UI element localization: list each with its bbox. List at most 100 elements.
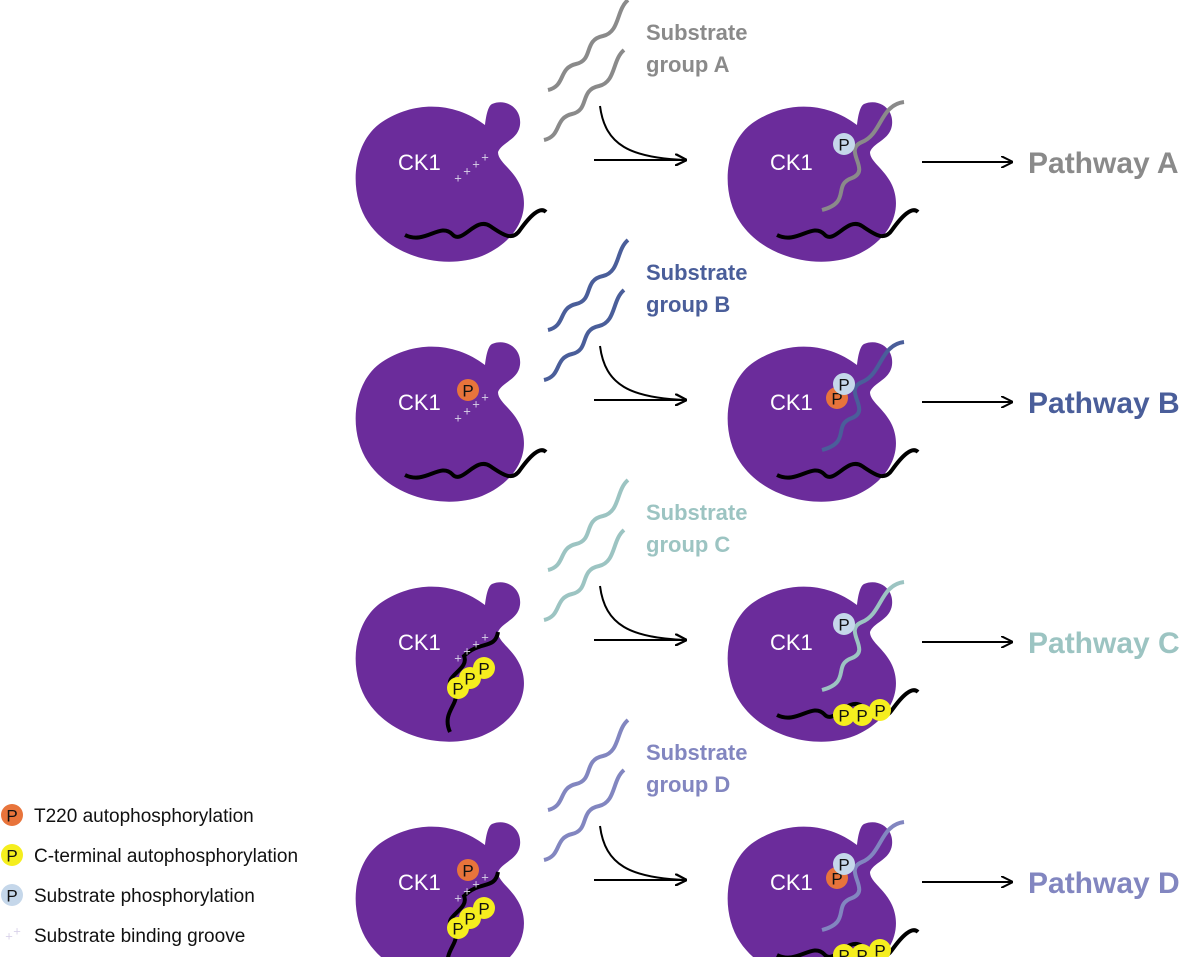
svg-text:P: P bbox=[462, 862, 473, 881]
legend-item: P T220 autophosphorylation bbox=[1, 804, 254, 827]
legend-label: Substrate binding groove bbox=[34, 926, 245, 947]
kinase-body bbox=[727, 342, 896, 502]
ck1-label: CK1 bbox=[398, 870, 441, 895]
bound-substrate bbox=[821, 100, 905, 212]
ck1-label: CK1 bbox=[770, 390, 813, 415]
svg-text:+: + bbox=[472, 157, 480, 172]
substrate-binding-groove: ++++ bbox=[454, 150, 489, 186]
substrate-group-label: Substrate bbox=[646, 20, 747, 45]
pathway-label: Pathway B bbox=[1028, 387, 1180, 420]
svg-text:P: P bbox=[838, 707, 849, 726]
binding-arrow bbox=[599, 585, 686, 640]
pathway-row-a: CK1 ++++ Substrate group A CK1 P Pathway A bbox=[355, 0, 1179, 262]
c-terminal-tail bbox=[445, 631, 500, 733]
svg-text:P: P bbox=[838, 376, 849, 395]
svg-text:P: P bbox=[856, 707, 867, 726]
ck1-label: CK1 bbox=[398, 630, 441, 655]
svg-text:P: P bbox=[6, 807, 17, 826]
kinase-body bbox=[727, 102, 896, 262]
svg-text:P: P bbox=[831, 390, 842, 409]
cterm-phospho: P bbox=[851, 704, 873, 726]
ck1-label: CK1 bbox=[770, 150, 813, 175]
svg-text:P: P bbox=[452, 920, 463, 939]
svg-text:P: P bbox=[464, 670, 475, 689]
groove-icon: ++ bbox=[5, 924, 21, 944]
svg-text:P: P bbox=[478, 660, 489, 679]
free-substrate-a bbox=[543, 0, 630, 142]
ck1-kinase: CK1 ++++ bbox=[355, 102, 548, 262]
ck1-kinase-bound: CK1 P bbox=[727, 100, 920, 262]
free-substrate-c bbox=[543, 478, 630, 622]
substrate-phospho: P bbox=[833, 133, 855, 155]
cterm-phospho: P bbox=[851, 944, 873, 957]
c-terminal-tail bbox=[776, 208, 920, 240]
kinase-body bbox=[727, 822, 896, 957]
kinase-body bbox=[355, 822, 524, 957]
c-terminal-tail bbox=[446, 871, 500, 957]
substrate-group-label: group A bbox=[646, 52, 730, 77]
pathway-label: Pathway D bbox=[1028, 867, 1180, 900]
t220-phospho: P bbox=[457, 379, 479, 401]
substrate-phospho: P bbox=[833, 373, 855, 395]
ck1-label: CK1 bbox=[770, 870, 813, 895]
bound-substrate bbox=[821, 580, 905, 692]
free-substrate-d bbox=[543, 718, 630, 862]
binding-arrow bbox=[599, 105, 686, 160]
substrate-legend-icon: P bbox=[1, 884, 23, 906]
cterm-legend-icon: P bbox=[1, 844, 23, 866]
ck1-kinase-bound: CK1 PP bbox=[727, 340, 920, 502]
svg-text:+: + bbox=[13, 924, 21, 939]
svg-text:P: P bbox=[838, 136, 849, 155]
svg-text:+: + bbox=[463, 884, 471, 899]
svg-text:+: + bbox=[472, 877, 480, 892]
legend-item: P C-terminal autophosphorylation bbox=[1, 844, 298, 867]
svg-text:+: + bbox=[472, 397, 480, 412]
svg-text:+: + bbox=[481, 870, 489, 885]
ck1-label: CK1 bbox=[398, 150, 441, 175]
substrate-binding-groove: ++++ bbox=[454, 390, 489, 426]
substrate-phospho: P bbox=[833, 853, 855, 875]
substrate-group-label: group D bbox=[646, 772, 730, 797]
svg-text:+: + bbox=[463, 404, 471, 419]
c-terminal-tail bbox=[776, 448, 920, 480]
svg-text:P: P bbox=[856, 947, 867, 957]
legend-label: T220 autophosphorylation bbox=[34, 806, 254, 827]
cterm-phospho: P bbox=[869, 939, 891, 957]
pathway-label: Pathway A bbox=[1028, 147, 1179, 180]
bound-substrate bbox=[821, 340, 905, 452]
svg-text:P: P bbox=[874, 942, 885, 957]
legend-label: C-terminal autophosphorylation bbox=[34, 846, 298, 867]
svg-text:+: + bbox=[463, 164, 471, 179]
svg-text:+: + bbox=[454, 411, 462, 426]
binding-arrow bbox=[599, 345, 686, 400]
kinase-body bbox=[355, 342, 524, 502]
svg-text:P: P bbox=[478, 900, 489, 919]
substrate-phospho: P bbox=[833, 613, 855, 635]
svg-text:P: P bbox=[462, 382, 473, 401]
svg-text:P: P bbox=[838, 856, 849, 875]
pathway-label: Pathway C bbox=[1028, 627, 1180, 660]
t220-phospho: P bbox=[457, 859, 479, 881]
svg-text:+: + bbox=[463, 644, 471, 659]
svg-text:+: + bbox=[454, 651, 462, 666]
svg-text:P: P bbox=[831, 870, 842, 889]
ck1-label: CK1 bbox=[398, 390, 441, 415]
cterm-phospho: P bbox=[833, 944, 855, 957]
svg-text:+: + bbox=[472, 637, 480, 652]
substrate-group-label: Substrate bbox=[646, 740, 747, 765]
ck1-label: CK1 bbox=[770, 630, 813, 655]
svg-text:+: + bbox=[5, 929, 13, 944]
cterm-phospho: P bbox=[833, 704, 855, 726]
svg-text:P: P bbox=[6, 847, 17, 866]
svg-text:P: P bbox=[838, 947, 849, 957]
cterm-phospho: P bbox=[869, 699, 891, 721]
substrate-binding-groove: ++++ bbox=[454, 630, 489, 666]
bound-substrate bbox=[821, 820, 905, 932]
svg-text:+: + bbox=[481, 150, 489, 165]
